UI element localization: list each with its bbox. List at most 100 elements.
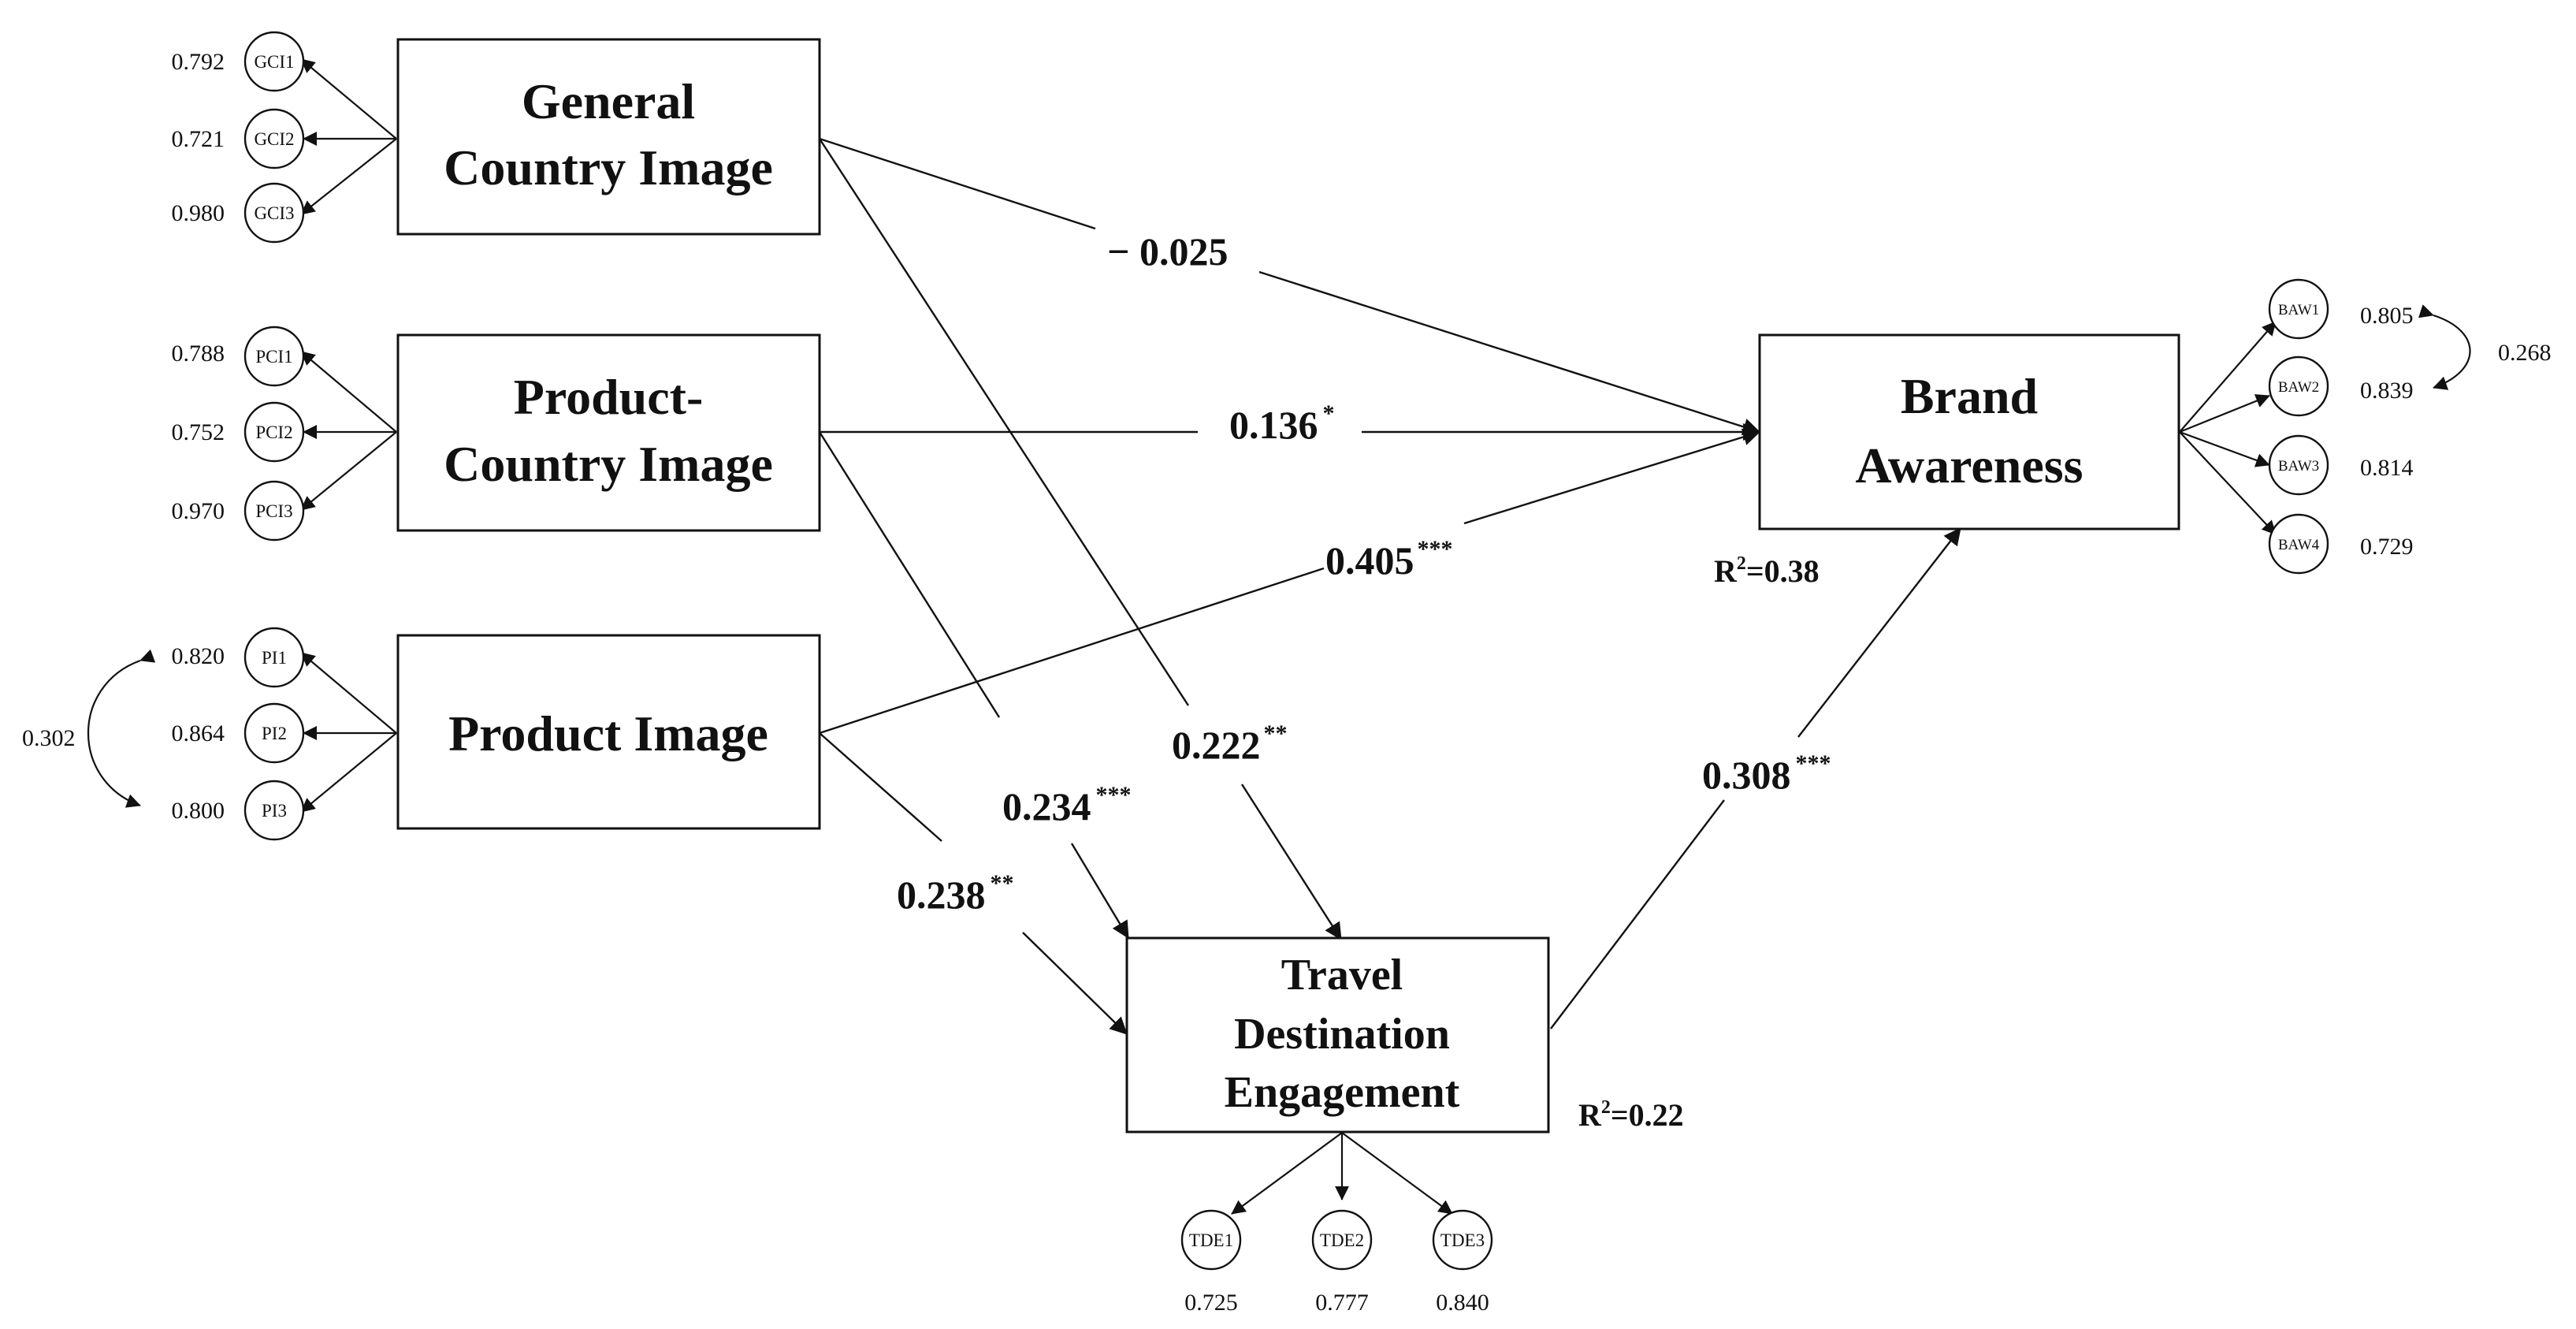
loading-arrow-tde1 [1231, 1132, 1343, 1215]
loading-value-tde1: 0.725 [1184, 1290, 1238, 1316]
path-pi-ba-line-b [1463, 428, 1761, 525]
indicator-name-pi3: PI3 [262, 801, 287, 821]
path-gci-tde-line-a [818, 138, 1190, 706]
indicator-name-gci1: GCI1 [254, 52, 294, 72]
loading-arrow-pci1 [300, 351, 397, 433]
loading-value-pci1: 0.788 [172, 341, 225, 367]
construct-box-product-image [396, 634, 821, 830]
path-label-pi-ba: 0.405*** [1325, 536, 1453, 583]
indicator-circle-baw1 [2268, 278, 2329, 340]
path-pci-tde-line-a [818, 431, 1001, 718]
indicator-name-baw4: BAW4 [2278, 537, 2320, 553]
loading-arrow-pi1 [300, 652, 397, 734]
indicator-circle-pi3 [243, 780, 305, 841]
loading-value-baw3: 0.814 [2360, 455, 2414, 481]
path-pi-tde-line-b [1022, 932, 1128, 1035]
loading-arrow-baw2 [2179, 394, 2270, 434]
construct-label-ba-line1: Brand [1901, 368, 2038, 424]
loading-arrow-tde3 [1341, 1132, 1453, 1215]
path-gci-ba-line-a [819, 137, 1096, 230]
path-label-gci-ba: − 0.025 [1107, 229, 1229, 274]
indicator-name-tde1: TDE1 [1189, 1230, 1233, 1250]
construct-label-ba-line2: Awareness [1855, 437, 2083, 493]
path-pci-tde-line-b [1070, 843, 1130, 939]
construct-label-pci-line1: Product- [514, 369, 704, 425]
indicator-circle-baw3 [2268, 434, 2329, 496]
construct-box-travel-destination-engagement [1125, 936, 1550, 1134]
indicator-circle-tde3 [1432, 1209, 1493, 1271]
indicator-name-baw2: BAW2 [2278, 379, 2319, 396]
path-pi-tde-line-a [819, 732, 942, 842]
path-label-pci-tde: 0.234*** [1002, 782, 1132, 828]
construct-label-gci-line2: Country Image [444, 140, 773, 195]
indicator-circle-pci3 [243, 480, 305, 542]
loading-arrow-baw4 [2179, 431, 2277, 535]
loading-value-baw1: 0.805 [2360, 303, 2414, 329]
indicator-circle-gci1 [243, 31, 305, 92]
indicator-name-pi2: PI2 [262, 724, 287, 743]
r-squared-travel-destination-engagement: R2=0.22 [1578, 1097, 1684, 1133]
indicator-circle-gci3 [243, 182, 305, 244]
r-squared-brand-awareness: R2=0.38 [1714, 553, 1820, 589]
indicator-circle-pi1 [243, 627, 305, 688]
loading-value-baw2: 0.839 [2360, 378, 2414, 404]
indicator-name-pci3: PCI3 [255, 501, 292, 521]
indicator-circle-pci1 [243, 326, 305, 387]
construct-box-brand-awareness [1758, 333, 2180, 530]
loading-arrow-pci3 [300, 431, 397, 511]
covariance-value-pi1-pi3: 0.302 [22, 725, 76, 751]
indicator-name-gci2: GCI2 [254, 129, 294, 149]
path-gci-tde-line-b [1240, 784, 1343, 940]
loading-value-pi1: 0.820 [172, 643, 225, 669]
loading-arrow-gci1 [300, 58, 397, 140]
construct-label-pci-line2: Country Image [444, 436, 773, 492]
path-pi-ba-line-a [819, 567, 1325, 735]
indicator-circle-gci2 [243, 108, 305, 169]
loading-value-gci3: 0.980 [172, 200, 225, 226]
covariance-arc-baw1-baw2 [2418, 304, 2471, 390]
indicator-circle-tde2 [1311, 1209, 1373, 1271]
indicator-circle-pi2 [243, 702, 305, 764]
indicator-name-gci3: GCI3 [254, 203, 294, 223]
indicator-name-baw3: BAW3 [2278, 458, 2319, 475]
path-label-tde-ba: 0.308*** [1702, 750, 1831, 797]
loading-arrow-gci3 [300, 138, 397, 215]
indicator-name-pci1: PCI1 [255, 347, 292, 367]
indicator-name-pci2: PCI2 [255, 423, 292, 442]
loading-value-gci2: 0.721 [172, 126, 225, 152]
construct-label-tde-line3: Engagement [1225, 1068, 1460, 1117]
loading-arrow-pi3 [300, 732, 397, 813]
path-gci-ba-line-b [1258, 270, 1761, 436]
loading-value-tde3: 0.840 [1436, 1290, 1489, 1316]
construct-label-pi: Product Image [448, 705, 768, 761]
loading-arrow-baw1 [2179, 321, 2277, 433]
indicator-name-baw1: BAW1 [2278, 302, 2319, 318]
construct-box-general-country-image [396, 38, 821, 236]
indicator-circle-tde1 [1180, 1209, 1242, 1271]
indicator-name-pi1: PI1 [262, 648, 287, 668]
construct-label-tde-line1: Travel [1281, 951, 1403, 1000]
indicator-name-tde3: TDE3 [1440, 1230, 1485, 1250]
indicator-circle-pci2 [243, 401, 305, 463]
loading-arrow-baw3 [2179, 430, 2270, 467]
path-label-pi-tde: 0.238** [897, 870, 1014, 917]
construct-label-gci-line1: General [522, 73, 695, 129]
path-label-pci-ba: 0.136* [1229, 400, 1335, 447]
loading-value-baw4: 0.729 [2360, 534, 2414, 560]
path-label-gci-tde: 0.222** [1172, 720, 1288, 767]
path-tde-ba-line-a [1550, 799, 1725, 1029]
loading-value-pci3: 0.970 [172, 498, 225, 524]
covariance-arc-pi1-pi3 [87, 649, 156, 808]
construct-box-product-country-image [396, 333, 821, 532]
loading-value-pi2: 0.864 [172, 720, 225, 746]
loading-value-pi3: 0.800 [172, 798, 225, 824]
indicator-circle-baw2 [2268, 356, 2329, 417]
indicator-name-tde2: TDE2 [1320, 1230, 1364, 1250]
indicator-circle-baw4 [2268, 513, 2329, 575]
loading-value-pci2: 0.752 [172, 419, 225, 445]
covariance-value-baw1-baw2: 0.268 [2498, 340, 2552, 366]
loading-value-gci1: 0.792 [172, 49, 225, 75]
construct-label-tde-line2: Destination [1234, 1010, 1450, 1059]
loading-value-tde2: 0.777 [1315, 1290, 1369, 1316]
